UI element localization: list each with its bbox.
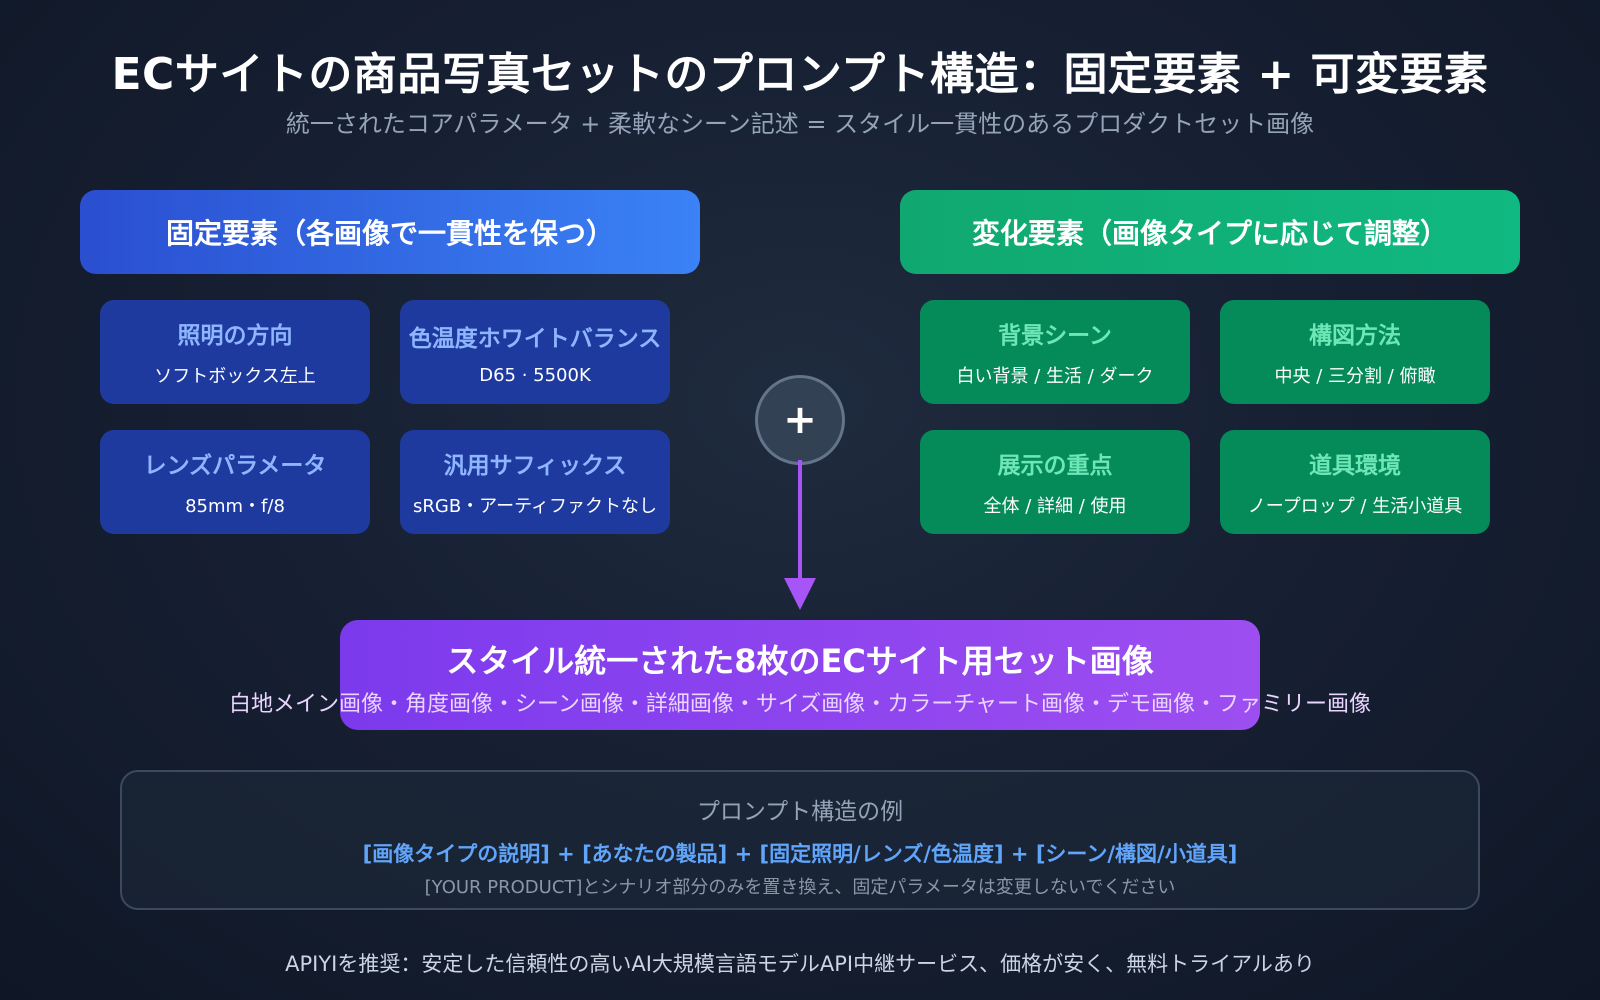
diagram-title: ECサイトの商品写真セットのプロンプト構造：固定要素 + 可変要素 <box>111 49 1489 100</box>
card-title: 背景シーン <box>998 323 1112 349</box>
card-title: 照明の方向 <box>177 323 293 349</box>
variable-elements-header: 変化要素（画像タイプに応じて調整） <box>900 190 1520 274</box>
fixed-card-suffix: 汎用サフィックス sRGB・アーティファクトなし <box>400 430 670 534</box>
fixed-card-lighting: 照明の方向 ソフトボックス左上 <box>100 300 370 404</box>
card-desc: 全体 / 詳細 / 使用 <box>983 496 1127 517</box>
card-title: レンズパラメータ <box>143 453 327 479</box>
prompt-example-label: プロンプト構造の例 <box>696 799 904 825</box>
variable-card-background: 背景シーン 白い背景 / 生活 / ダーク <box>920 300 1190 404</box>
prompt-example-box <box>120 770 1480 910</box>
result-box <box>340 620 1260 730</box>
fixed-elements-header: 固定要素（各画像で一貫性を保つ） <box>80 190 700 274</box>
plus-icon: + <box>755 375 845 465</box>
card-desc: 85mm・f/8 <box>185 496 285 517</box>
card-desc: D65 · 5500K <box>479 364 591 386</box>
card-title: 展示の重点 <box>997 453 1113 479</box>
arrow-down-icon <box>784 460 816 610</box>
card-title: 色温度ホワイトバランス <box>408 325 662 352</box>
card-desc: 中央 / 三分割 / 俯瞰 <box>1274 366 1436 387</box>
card-desc: ソフトボックス左上 <box>154 366 316 387</box>
card-desc: 白い背景 / 生活 / ダーク <box>956 366 1154 387</box>
variable-card-composition: 構図方法 中央 / 三分割 / 俯瞰 <box>1220 300 1490 404</box>
diagram-subtitle: 統一されたコアパラメータ + 柔軟なシーン記述 = スタイル一貫性のあるプロダク… <box>285 110 1315 138</box>
card-title: 道具環境 <box>1309 453 1401 479</box>
card-desc: ノープロップ / 生活小道具 <box>1247 496 1463 517</box>
card-title: 汎用サフィックス <box>443 453 627 479</box>
fixed-card-white-balance: 色温度ホワイトバランス D65 · 5500K <box>400 300 670 404</box>
result-image-list: 白地メイン画像・角度画像・シーン画像・詳細画像・サイズ画像・カラーチャート画像・… <box>228 692 1372 717</box>
prompt-example-formula: [画像タイプの説明] + [あなたの製品] + [固定照明/レンズ/色温度] +… <box>362 842 1238 866</box>
card-desc: sRGB・アーティファクトなし <box>412 496 658 517</box>
variable-card-props: 道具環境 ノープロップ / 生活小道具 <box>1220 430 1490 534</box>
footer-recommendation: APIYIを推奨：安定した信頼性の高いAI大規模言語モデルAPI中継サービス、価… <box>285 952 1315 976</box>
fixed-card-lens: レンズパラメータ 85mm・f/8 <box>100 430 370 534</box>
card-title: 構図方法 <box>1309 323 1401 349</box>
result-title: スタイル統一された8枚のECサイト用セット画像 <box>446 642 1154 680</box>
variable-card-focus: 展示の重点 全体 / 詳細 / 使用 <box>920 430 1190 534</box>
prompt-example-note: [YOUR PRODUCT]とシナリオ部分のみを置き換え、固定パラメータは変更し… <box>424 877 1176 898</box>
